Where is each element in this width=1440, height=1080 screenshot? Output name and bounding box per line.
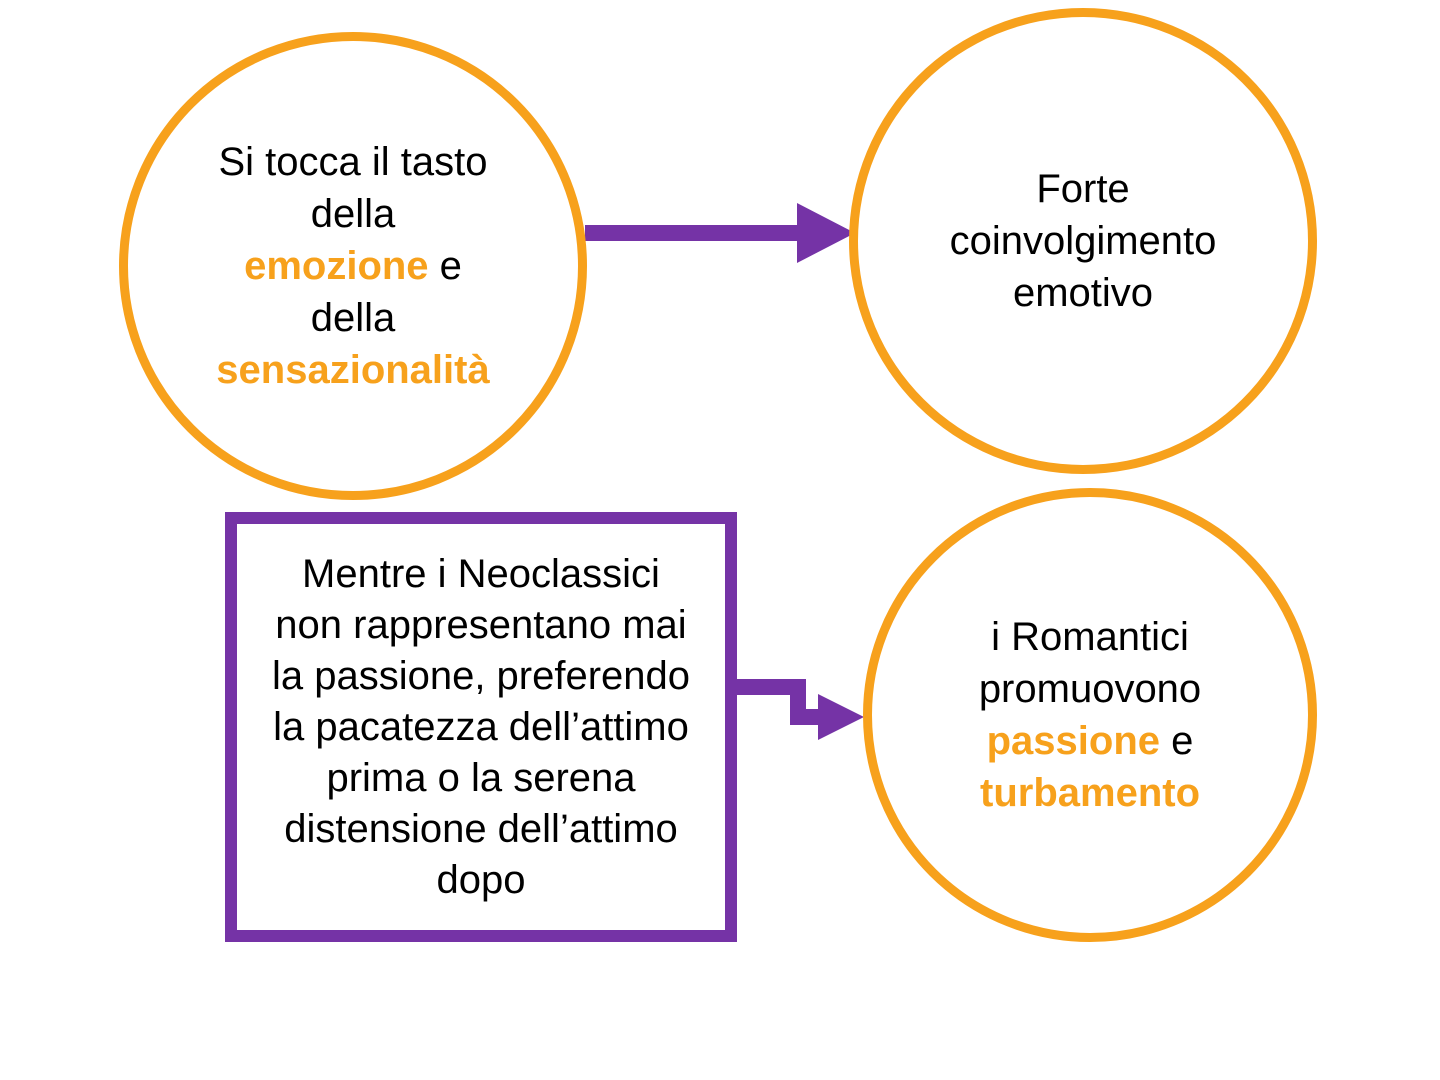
text-segment: della: [310, 192, 396, 236]
circle-emozione-text: Si tocca il tasto della emozione e della…: [216, 136, 489, 396]
text-line: distensione dell’attimo: [272, 804, 690, 855]
text-segment: e: [1160, 719, 1194, 763]
text-segment: della: [310, 296, 396, 340]
text-line: promuovono: [979, 663, 1201, 715]
text-segment: la pacatezza dell’attimo: [273, 704, 689, 749]
circle-emozione-sensazionalita: Si tocca il tasto della emozione e della…: [119, 32, 587, 500]
text-segment: Si tocca il tasto: [218, 140, 488, 184]
text-line: Mentre i Neoclassici: [272, 549, 690, 600]
text-line: dopo: [272, 855, 690, 906]
text-line: emozione e: [216, 240, 489, 292]
text-line: Forte: [950, 163, 1217, 215]
elbow-connector-arrowhead: [818, 694, 864, 740]
text-segment: dopo: [436, 857, 526, 902]
circle-romantici-text: i Romantici promuovono passione e turbam…: [979, 611, 1201, 819]
text-line: la pacatezza dell’attimo: [272, 702, 690, 753]
text-line: della: [216, 188, 489, 240]
text-line: passione e: [979, 715, 1201, 767]
text-line: coinvolgimento: [950, 215, 1217, 267]
neoclassici-box: Mentre i Neoclassici non rappresentano m…: [225, 512, 737, 942]
text-segment: distensione dell’attimo: [284, 806, 678, 851]
text-segment: Mentre i Neoclassici: [302, 551, 660, 596]
elbow-connector: [735, 679, 822, 725]
text-line: sensazionalità: [216, 344, 489, 396]
neoclassici-box-text: Mentre i Neoclassici non rappresentano m…: [272, 549, 690, 906]
highlight-emozione: emozione: [244, 244, 429, 288]
highlight-sensazionalita: sensazionalità: [216, 348, 490, 392]
highlight-passione: passione: [986, 719, 1161, 763]
text-segment: promuovono: [978, 667, 1202, 711]
circle-romantici: i Romantici promuovono passione e turbam…: [863, 488, 1317, 942]
text-segment: Forte: [1036, 167, 1130, 211]
text-line: prima o la serena: [272, 753, 690, 804]
text-segment: e: [428, 244, 462, 288]
arrow-right-connector: [585, 203, 855, 263]
text-line: i Romantici: [979, 611, 1201, 663]
text-line: non rappresentano mai: [272, 600, 690, 651]
text-segment: la passione, preferendo: [271, 653, 691, 698]
text-segment: coinvolgimento: [949, 219, 1217, 263]
text-segment: emotivo: [1012, 271, 1154, 315]
text-segment: non rappresentano mai: [275, 602, 687, 647]
circle-coinvolgimento-text: Forte coinvolgimento emotivo: [950, 163, 1217, 319]
text-line: la passione, preferendo: [272, 651, 690, 702]
highlight-turbamento: turbamento: [980, 771, 1200, 815]
text-line: emotivo: [950, 267, 1217, 319]
text-segment: prima o la serena: [326, 755, 636, 800]
text-line: della: [216, 292, 489, 344]
circle-coinvolgimento-emotivo: Forte coinvolgimento emotivo: [849, 8, 1317, 474]
text-segment: i Romantici: [991, 615, 1189, 659]
text-line: Si tocca il tasto: [216, 136, 489, 188]
text-line: turbamento: [979, 767, 1201, 819]
